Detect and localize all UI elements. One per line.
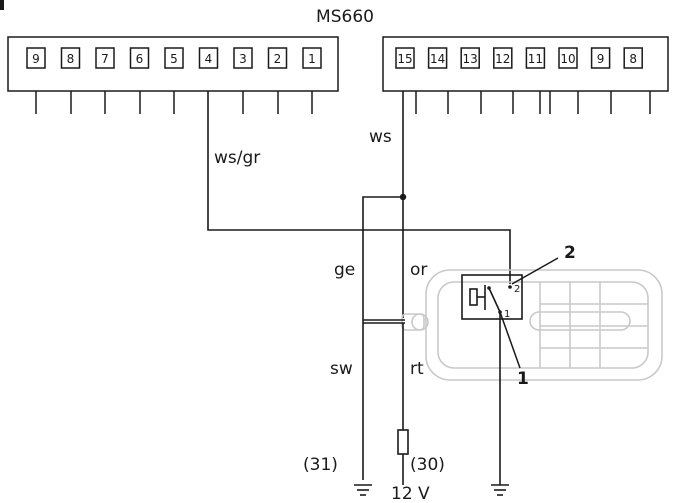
label-rt: rt [410,359,424,379]
left-connector-body [7,36,339,92]
pin-number: 14 [430,52,445,66]
pin-number: 13 [463,52,478,66]
pin-number: 12 [495,52,510,66]
pin-number: 6 [136,52,144,66]
wire-branch [362,196,403,320]
pin-box [493,47,513,69]
corner-mark [0,0,4,10]
pin-box [558,47,578,69]
left-pin-row: 9 8 7 6 5 4 3 2 1 [26,47,322,114]
pin-number: 4 [205,52,213,66]
callout-2: 2 [564,243,576,263]
terminal-31: (31) [303,455,338,475]
control-unit-title: MS660 [316,7,374,27]
pin-number: 10 [560,52,575,66]
right-connector-body [382,36,669,92]
pin-box [95,47,115,69]
callout-2-leader [511,257,559,285]
pin-box [590,47,611,69]
ground-icon [354,484,372,496]
pin-number: 8 [629,52,637,66]
callout-1-leader [499,311,521,369]
label-sw: sw [330,359,353,379]
pin-number: 2 [274,52,282,66]
pin-box [164,47,184,69]
wire-ws-gr [207,91,511,284]
label-ws-gr: ws/gr [214,148,260,168]
ground-icon [491,484,509,496]
pin-number: 7 [101,52,109,66]
component-outline-ghost [401,269,663,381]
pin-box [60,47,81,69]
right-connector: 15 14 13 12 11 10 9 8 [382,36,669,114]
pin-box [623,47,643,69]
label-ge: ge [334,260,355,280]
pin-box [26,47,46,69]
terminal-30: (30) [410,455,445,475]
pin-number: 11 [528,52,543,66]
pin-box [302,47,322,69]
switch-pin-1: 1 [504,309,510,320]
pin-box [427,47,448,69]
pin-box [395,47,415,69]
supply-voltage: 12 V [391,484,430,503]
switch-pin-2: 2 [514,284,520,295]
callout-1: 1 [517,369,529,389]
left-connector: 9 8 7 6 5 4 3 2 1 [7,36,339,114]
pin-number: 8 [67,52,75,66]
pin-number: 15 [397,52,412,66]
right-pin-row: 15 14 13 12 11 10 9 8 [395,47,651,114]
pin-number: 5 [170,52,178,66]
pin-number: 3 [239,52,247,66]
pin-number: 9 [32,52,40,66]
pin-number: 1 [308,52,316,66]
pin-box [129,47,150,69]
switch-module: 2 1 [461,274,523,320]
pin-box [525,47,546,69]
pin-box [233,47,253,69]
pin-box [460,47,480,69]
pin-box [267,47,288,69]
fuse-symbol [397,429,409,455]
label-or: or [410,260,427,280]
pin-box [198,47,219,69]
label-ws: ws [369,127,392,147]
pin-number: 9 [597,52,605,66]
